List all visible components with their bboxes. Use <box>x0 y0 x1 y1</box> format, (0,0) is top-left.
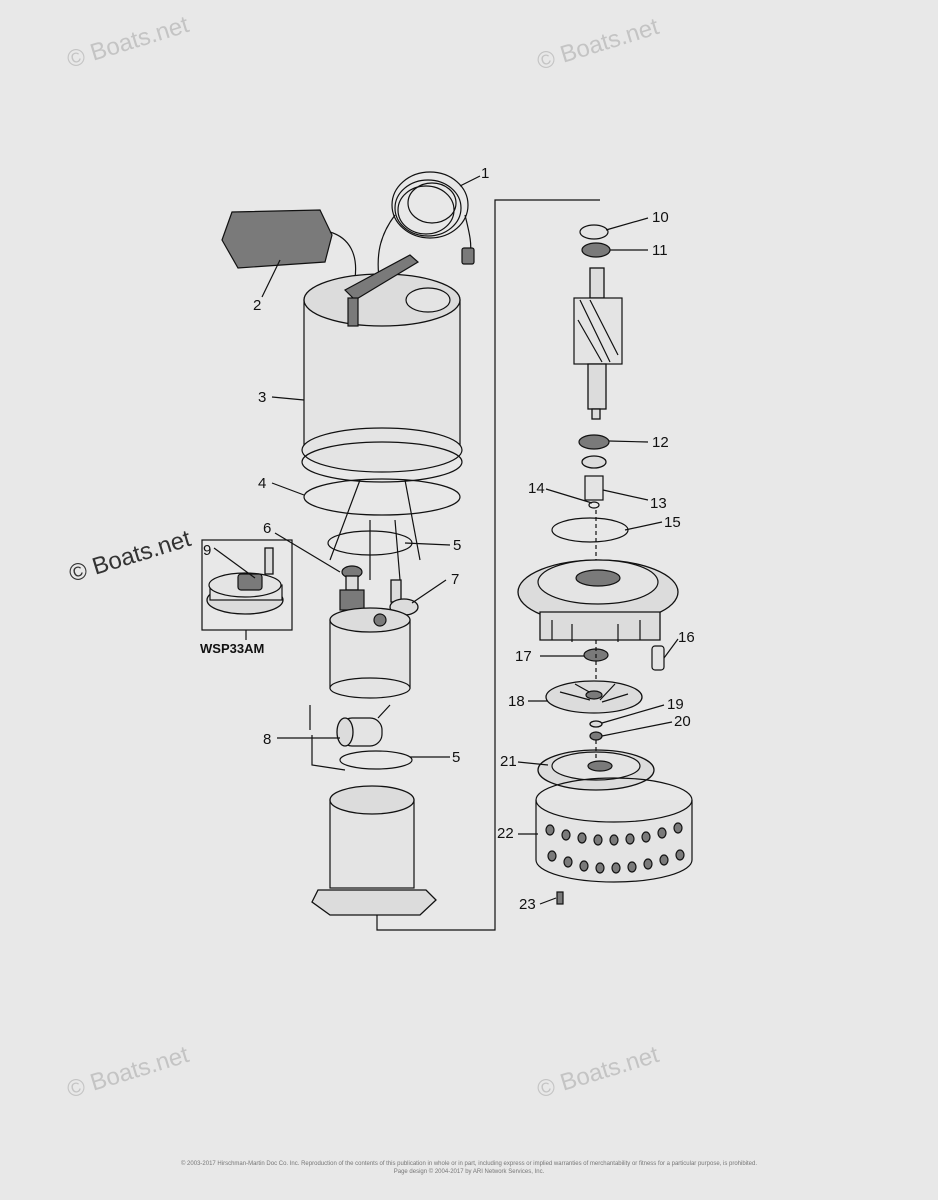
callout-22: 22 <box>497 825 514 842</box>
callout-18: 18 <box>508 693 525 710</box>
part-7-spring <box>389 579 419 616</box>
part-12-bearing <box>578 434 610 450</box>
part-14-ring <box>588 501 600 509</box>
part-8-capacitor <box>309 704 391 747</box>
part-13-sleeve <box>584 475 604 501</box>
part-20-nut <box>589 731 603 741</box>
inset-wsp33am <box>201 539 293 631</box>
strainer-holes <box>545 822 685 874</box>
part-3-motor-housing <box>301 254 463 483</box>
callout-5b: 5 <box>452 749 460 766</box>
part-1-power-cord <box>377 171 475 286</box>
callout-5a: 5 <box>453 537 461 554</box>
callout-10: 10 <box>652 209 669 226</box>
callout-9: 9 <box>203 542 211 559</box>
part-15-o-ring <box>551 517 629 543</box>
part-10-clip <box>579 224 609 240</box>
callout-12: 12 <box>652 434 669 451</box>
callout-17: 17 <box>515 648 532 665</box>
part-21-plate <box>537 749 655 791</box>
callout-15: 15 <box>664 514 681 531</box>
callout-4: 4 <box>258 475 266 492</box>
callout-1: 1 <box>481 165 489 182</box>
lower-motor-body <box>311 785 437 916</box>
part-16-plug <box>651 645 665 671</box>
part-23-screw <box>556 891 564 905</box>
callout-16: 16 <box>678 629 695 646</box>
callout-3: 3 <box>258 389 266 406</box>
part-11-bearing <box>581 242 611 258</box>
part-4-o-ring <box>303 478 461 516</box>
callout-11: 11 <box>652 242 668 259</box>
upper-motor-body <box>329 607 411 699</box>
assembly-link-line <box>376 199 600 931</box>
watermark-bottom-left: © Boats.net <box>64 1041 192 1104</box>
part-19-washer <box>589 720 603 728</box>
part-2-float-switch <box>221 209 357 279</box>
part-5-o-ring-lower <box>339 750 413 770</box>
callout-2: 2 <box>253 297 261 314</box>
pump-body <box>517 559 679 642</box>
leader-lines <box>213 175 679 905</box>
callout-14: 14 <box>528 480 545 497</box>
watermark-top-right: © Boats.net <box>534 13 662 76</box>
rotor-shaft <box>573 267 623 420</box>
footer-copyright: © 2003-2017 Hirschman-Martin Doc Co. Inc… <box>180 1161 758 1167</box>
watermark-middle-left: © Boats.net <box>66 525 194 588</box>
footer-page-design: Page design © 2004-2017 by ARI Network S… <box>393 1169 545 1175</box>
part-22-strainer <box>535 777 693 883</box>
callout-6: 6 <box>263 520 271 537</box>
part-6-seal <box>339 565 365 611</box>
guide-lines-left <box>329 479 421 581</box>
callout-7: 7 <box>451 571 459 588</box>
callout-8: 8 <box>263 731 271 748</box>
callout-23: 23 <box>519 896 536 913</box>
washer <box>581 455 607 469</box>
watermark-bottom-right: © Boats.net <box>534 1041 662 1104</box>
callout-21: 21 <box>500 753 517 770</box>
inset-label: WSP33AM <box>200 641 264 656</box>
part-18-impeller <box>545 680 643 714</box>
callout-13: 13 <box>650 495 667 512</box>
callout-20: 20 <box>674 713 691 730</box>
watermark-top-left: © Boats.net <box>64 11 192 74</box>
callout-19: 19 <box>667 696 684 713</box>
